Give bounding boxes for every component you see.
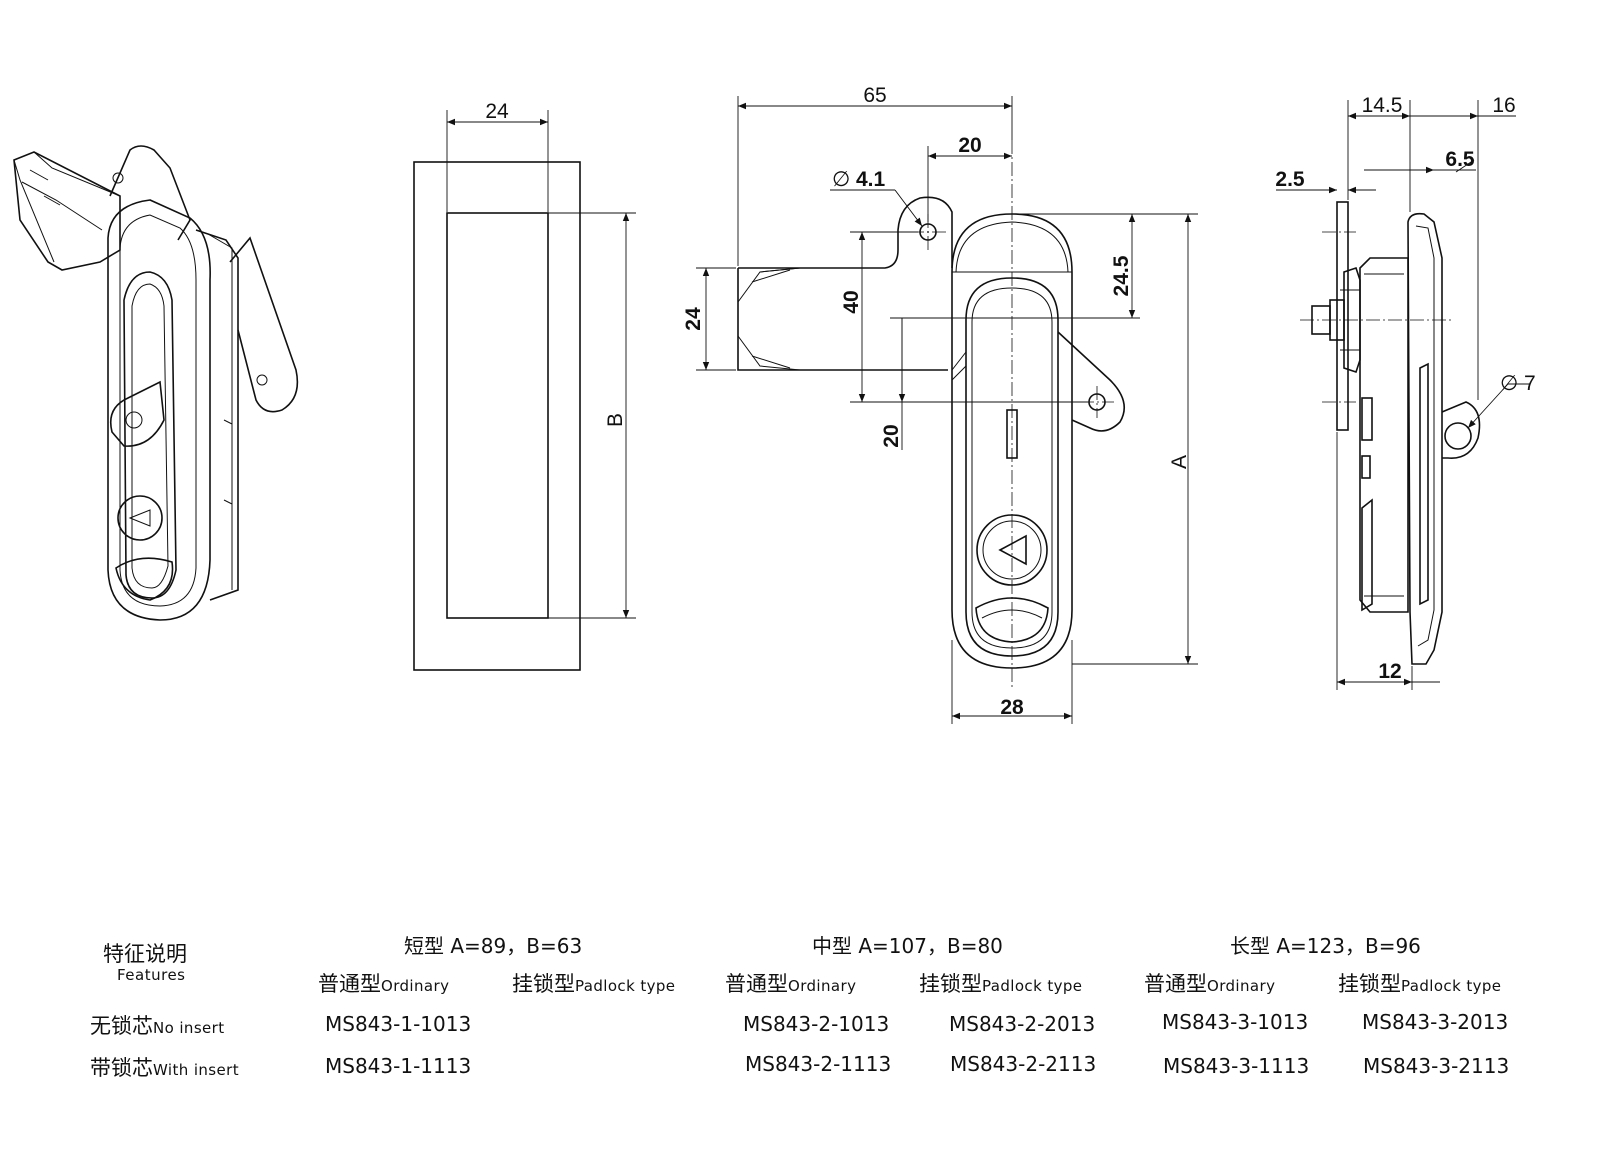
side-dimensions (1276, 100, 1530, 690)
code-short-ordinary-with-insert: MS843-1-1113 (325, 1054, 472, 1078)
code-long-ordinary-no-insert: MS843-3-1013 (1162, 1010, 1309, 1034)
code-long-ordinary-with-insert: MS843-3-1113 (1163, 1054, 1310, 1078)
side-view (1300, 201, 1481, 665)
dim-overall-height: A (1168, 455, 1191, 469)
features-table: 特征说明 Features 短型 A=89，B=63 中型 A=107，B=80… (0, 860, 1600, 1155)
dim-side-hole: 7 (1524, 372, 1536, 395)
dim-side-depth-a: 14.5 (1362, 94, 1403, 117)
isometric-view (13, 145, 299, 621)
group-long: 长型 A=123，B=96 (1230, 934, 1421, 958)
dim-cutout-width: 24 (485, 100, 509, 123)
dim-side-depth-b: 16 (1492, 94, 1515, 117)
code-short-ordinary-no-insert: MS843-1-1013 (325, 1012, 472, 1036)
dim-side-hole-prefix: ∅ (1500, 372, 1518, 395)
dim-side-flange: 2.5 (1275, 168, 1305, 191)
cutout-view (413, 110, 636, 671)
features-header-en: Features (117, 966, 186, 984)
dim-body-width: 28 (1000, 696, 1024, 719)
dim-hole: 4.1 (856, 168, 886, 191)
row-label-with-insert: 带锁芯With insert (90, 1056, 239, 1080)
code-medium-ordinary-with-insert: MS843-2-1113 (745, 1052, 892, 1076)
dim-lower-offset: 20 (880, 424, 903, 447)
dim-cutout-height: B (604, 413, 627, 427)
front-view (737, 140, 1126, 690)
dim-handle-width: 24 (682, 307, 705, 331)
group-short: 短型 A=89，B=63 (404, 934, 583, 958)
code-medium-padlock-with-insert: MS843-2-2113 (950, 1052, 1097, 1076)
dim-width-top: 65 (863, 84, 886, 107)
subtype-short-ordinary: 普通型Ordinary (318, 972, 450, 996)
front-dimensions (696, 96, 1198, 724)
group-medium: 中型 A=107，B=80 (812, 934, 1003, 958)
subtype-short-padlock: 挂锁型Padlock type (512, 972, 676, 996)
subtype-long-padlock: 挂锁型Padlock type (1338, 972, 1502, 996)
dim-hole-prefix: ∅ (832, 168, 850, 191)
code-medium-ordinary-no-insert: MS843-2-1013 (743, 1012, 890, 1036)
dim-side-face: 6.5 (1445, 148, 1475, 171)
technical-drawing: 24 B (13, 84, 1536, 724)
code-medium-padlock-no-insert: MS843-2-2013 (949, 1012, 1096, 1036)
dim-offset: 20 (958, 134, 981, 157)
subtype-medium-ordinary: 普通型Ordinary (725, 972, 857, 996)
code-long-padlock-with-insert: MS843-3-2113 (1363, 1054, 1510, 1078)
features-header-cn: 特征说明 (103, 942, 187, 966)
dim-top-offset: 24.5 (1110, 255, 1133, 296)
subtype-medium-padlock: 挂锁型Padlock type (919, 972, 1083, 996)
dim-side-bottom: 12 (1378, 660, 1401, 683)
row-label-no-insert: 无锁芯No insert (90, 1014, 225, 1038)
code-long-padlock-no-insert: MS843-3-2013 (1362, 1010, 1509, 1034)
dim-pivot-height: 40 (840, 290, 863, 313)
subtype-long-ordinary: 普通型Ordinary (1144, 972, 1276, 996)
